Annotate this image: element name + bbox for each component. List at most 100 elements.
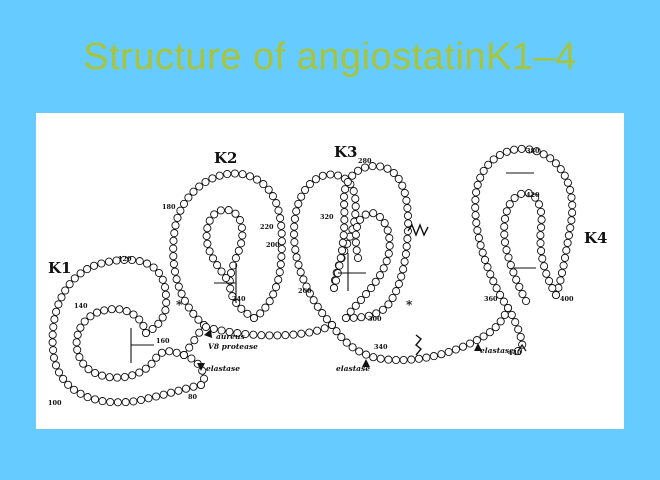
residue-bead bbox=[458, 342, 468, 351]
residue-bead bbox=[339, 192, 349, 201]
residue-bead bbox=[113, 398, 122, 407]
residue-bead bbox=[311, 175, 320, 184]
residue-bead bbox=[135, 257, 144, 266]
residue-number-280: 280 bbox=[358, 157, 372, 165]
residue-bead bbox=[159, 390, 168, 399]
residue-bead bbox=[290, 222, 299, 231]
residue-bead bbox=[52, 307, 61, 316]
residue-bead bbox=[213, 261, 222, 270]
residue-bead bbox=[383, 226, 392, 235]
residue-bead bbox=[184, 193, 193, 202]
residue-bead bbox=[169, 259, 178, 269]
residue-bead bbox=[556, 276, 565, 285]
residue-bead bbox=[536, 239, 545, 248]
residue-bead bbox=[84, 365, 93, 374]
residue-bead bbox=[161, 306, 170, 315]
residue-bead bbox=[486, 270, 495, 279]
residue-bead bbox=[537, 246, 546, 255]
residue-bead bbox=[502, 245, 511, 255]
residue-bead bbox=[403, 234, 412, 243]
residue-bead bbox=[297, 192, 306, 201]
residue-bead bbox=[562, 246, 571, 255]
residue-bead bbox=[115, 305, 124, 314]
residue-number-260: 260 bbox=[298, 287, 312, 295]
residue-bead bbox=[331, 276, 341, 285]
residue-bead bbox=[343, 177, 352, 187]
residue-bead bbox=[545, 276, 554, 286]
residue-bead bbox=[113, 373, 122, 382]
residue-bead bbox=[229, 261, 238, 270]
residue-bead bbox=[217, 326, 226, 335]
residue-bead bbox=[478, 248, 487, 257]
residue-bead bbox=[341, 313, 351, 323]
kringle-label-k4: K4 bbox=[584, 229, 607, 247]
residue-bead bbox=[243, 309, 252, 318]
arrowhead-aureus bbox=[204, 329, 212, 338]
residue-bead bbox=[451, 345, 460, 354]
residue-bead bbox=[500, 230, 509, 239]
residue-bead bbox=[491, 323, 500, 332]
residue-bead bbox=[180, 296, 189, 305]
residue-bead bbox=[294, 199, 303, 208]
residue-bead bbox=[309, 296, 318, 305]
residue-bead bbox=[474, 233, 483, 242]
residue-bead bbox=[536, 207, 546, 216]
kringle-label-k3: K3 bbox=[334, 143, 357, 161]
residue-bead bbox=[472, 188, 481, 197]
residue-number-80: 80 bbox=[188, 393, 198, 401]
residue-bead bbox=[335, 261, 344, 270]
residue-bead bbox=[367, 284, 376, 293]
residue-bead bbox=[357, 313, 366, 322]
residue-bead bbox=[355, 215, 365, 224]
residue-bead bbox=[380, 219, 389, 228]
residue-bead bbox=[355, 347, 364, 356]
residue-bead bbox=[567, 216, 576, 225]
residue-bead bbox=[566, 223, 575, 232]
residue-bead bbox=[274, 275, 283, 284]
residue-bead bbox=[294, 260, 303, 269]
residue-bead bbox=[485, 328, 494, 337]
residue-bead bbox=[166, 388, 176, 397]
residue-bead bbox=[326, 170, 335, 179]
residue-bead bbox=[90, 395, 100, 404]
residue-bead bbox=[208, 174, 217, 183]
residue-bead bbox=[238, 170, 247, 179]
residue-bead bbox=[158, 275, 167, 284]
residue-bead bbox=[245, 172, 255, 181]
asterisk-marker-k2: * bbox=[176, 298, 183, 312]
cleavage-label-aureus: aureus bbox=[216, 332, 245, 341]
residue-bead bbox=[340, 200, 349, 209]
residue-bead bbox=[149, 263, 158, 272]
residue-bead bbox=[54, 368, 64, 377]
residue-bead bbox=[337, 333, 346, 342]
residue-bead bbox=[437, 350, 446, 359]
residue-number-320: 320 bbox=[320, 213, 334, 221]
residue-bead bbox=[215, 171, 224, 180]
arrowhead-elastase-3 bbox=[474, 343, 482, 351]
residue-bead bbox=[224, 206, 233, 215]
residue-bead bbox=[563, 178, 572, 187]
residue-bead bbox=[98, 397, 107, 406]
residue-bead bbox=[362, 350, 371, 359]
residue-bead bbox=[400, 188, 409, 198]
residue-bead bbox=[152, 353, 161, 362]
residue-bead bbox=[524, 189, 533, 198]
residue-bead bbox=[471, 203, 480, 212]
residue-bead bbox=[127, 255, 137, 265]
residue-bead bbox=[264, 185, 273, 194]
residue-bead bbox=[257, 331, 266, 340]
residue-bead bbox=[542, 269, 551, 278]
residue-bead bbox=[511, 318, 520, 327]
residue-bead bbox=[169, 236, 178, 245]
residue-bead bbox=[289, 230, 299, 239]
residue-bead bbox=[369, 353, 378, 362]
residue-bead bbox=[402, 196, 411, 205]
residue-bead bbox=[483, 263, 492, 272]
residue-bead bbox=[171, 221, 180, 230]
residue-bead bbox=[352, 246, 361, 255]
residue-bead bbox=[500, 310, 509, 319]
residue-bead bbox=[351, 238, 360, 247]
residue-bead bbox=[364, 311, 373, 320]
residue-bead bbox=[144, 394, 153, 403]
residue-bead bbox=[566, 185, 575, 195]
